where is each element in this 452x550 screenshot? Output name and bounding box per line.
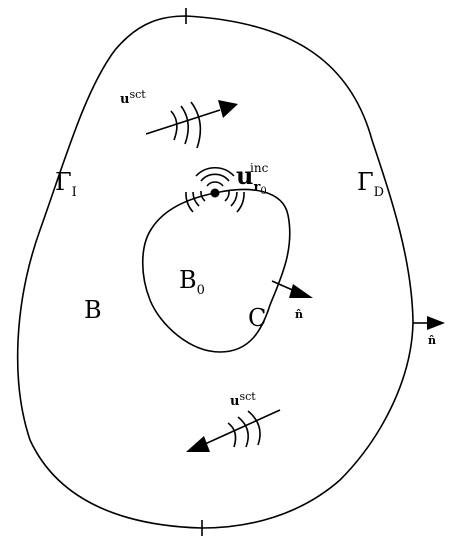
label-c: C (248, 304, 266, 332)
label-gamma-d: ΓD (357, 168, 384, 200)
scattered-wave-top (145, 100, 238, 149)
incident-wavefronts (185, 167, 245, 213)
label-u-sct-top: usct (120, 88, 146, 107)
label-n-hat-inner: n̂ (295, 308, 303, 321)
inner-normal-arrow (271, 280, 313, 298)
label-n-hat-outer: n̂ (428, 334, 436, 347)
label-b0: B0 (179, 266, 205, 298)
label-u-sct-bottom: usct (230, 390, 256, 409)
source-point (210, 188, 220, 198)
label-u-inc: ur0inc (236, 161, 269, 197)
outer-normal-arrow (413, 316, 445, 330)
label-b: B (84, 296, 102, 324)
outer-boundary (16, 15, 414, 529)
scattered-wave-bottom (186, 409, 281, 452)
label-gamma-i: ΓI (55, 168, 77, 200)
inner-boundary-c (141, 188, 291, 353)
